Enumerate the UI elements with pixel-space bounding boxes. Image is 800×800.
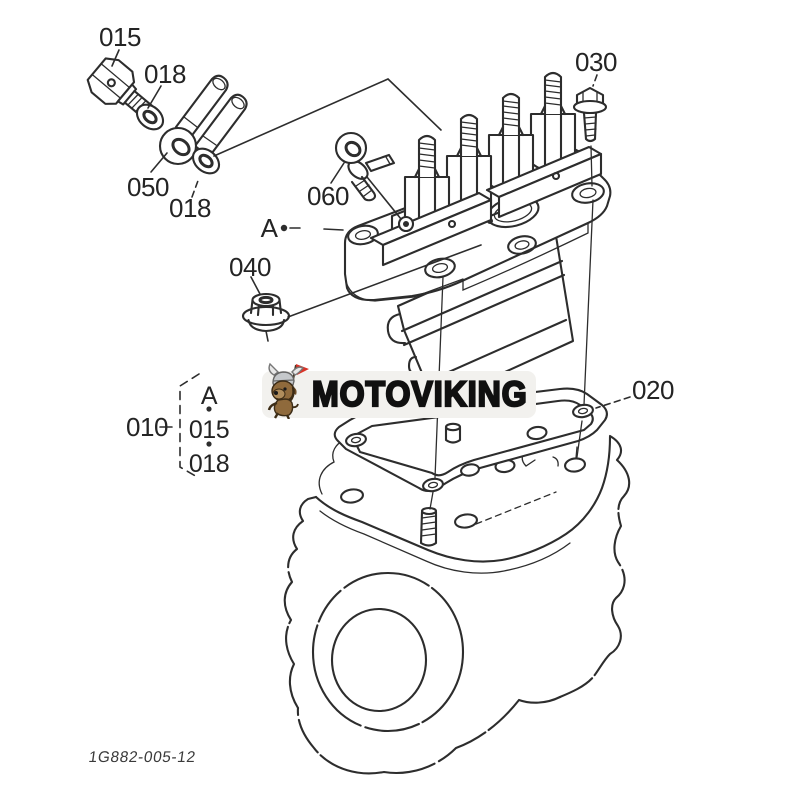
ref-item-018: 018 <box>189 450 229 478</box>
callout-018-upper: 018 <box>144 59 186 89</box>
assembly-axis-lines <box>429 145 594 510</box>
flange-bolt-030 <box>572 86 608 143</box>
callout-040: 040 <box>229 252 271 282</box>
callout-015: 015 <box>99 22 141 52</box>
banjo-fitting-050 <box>158 74 248 166</box>
block-stud <box>419 506 438 547</box>
ref-item-a: A <box>201 382 218 410</box>
callout-018-lower: 018 <box>169 193 211 223</box>
callout-020: 020 <box>632 375 674 405</box>
callout-050: 050 <box>127 172 169 202</box>
viking-dog-mascot-icon <box>267 362 309 419</box>
callout-marker-a: A <box>261 213 279 243</box>
ref-a-dot <box>280 224 288 232</box>
ref-item-015: 015 <box>189 416 229 444</box>
flange-nut-040 <box>241 292 291 333</box>
leader-lines <box>111 49 631 428</box>
flange-holes <box>347 182 605 279</box>
watermark-text: MOTOVIKING <box>311 373 528 415</box>
overflow-fitting-060 <box>334 131 396 202</box>
callout-060: 060 <box>307 181 349 211</box>
drawing-number: 1G882-005-12 <box>87 749 196 766</box>
callout-labels: 015 018 050 018 060 A 040 030 020 <box>99 22 674 405</box>
ref-group-010: 010 A 015 018 <box>126 373 230 479</box>
watermark-badge: MOTOVIKING <box>262 362 536 419</box>
block-dowel <box>444 422 462 444</box>
gasket-holes <box>345 403 594 493</box>
callout-030: 030 <box>575 47 617 77</box>
injection-pump <box>343 69 612 400</box>
callout-010: 010 <box>126 412 168 442</box>
overflow-screw-boss <box>397 215 415 233</box>
clamp-bars <box>369 145 603 267</box>
engine-block <box>283 422 631 775</box>
banjo-bolt-015 <box>86 57 161 125</box>
